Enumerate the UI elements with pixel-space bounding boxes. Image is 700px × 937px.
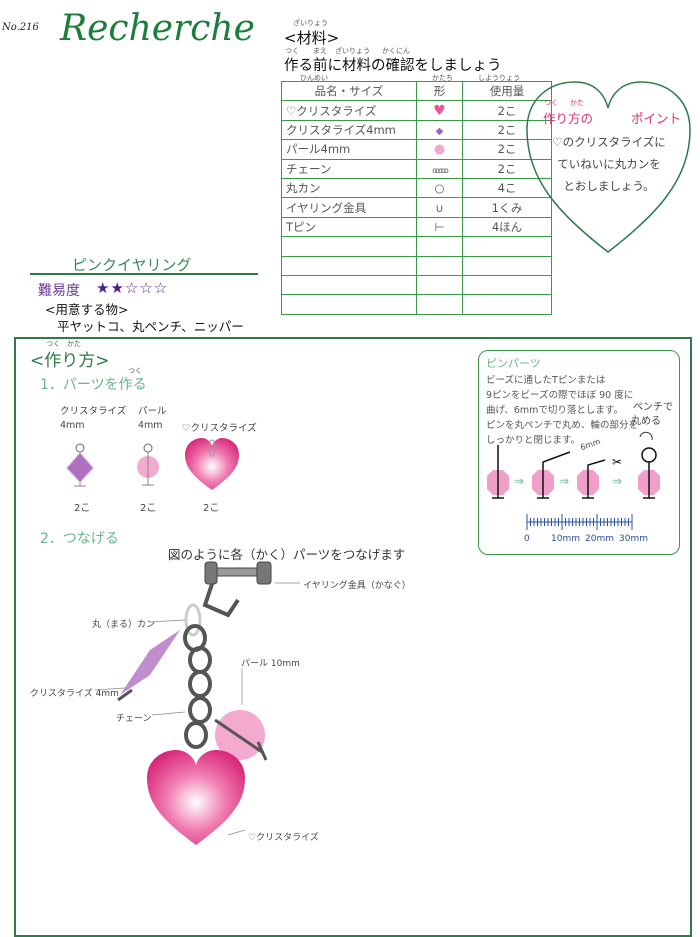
svg-text:✂: ✂: [612, 455, 622, 469]
point-title: 作り方の: [543, 111, 594, 126]
pin-text: しっかりと閉じます。: [486, 435, 581, 446]
arrow-icon: ⇒: [612, 474, 623, 488]
jump-ring-drawing: [184, 603, 202, 637]
earring-clip-drawing: [202, 561, 272, 618]
item-qty: 4こ: [462, 177, 552, 199]
pin-text: 曲げ、6mmで切り落とします。: [486, 405, 623, 416]
ruler: [526, 514, 633, 530]
ruler-tick: 0: [524, 534, 530, 544]
divider: [30, 273, 258, 275]
pin-text: ピンを丸ペンチで丸め、輪の部分を: [486, 420, 639, 431]
table-row: 丸カン○4こ: [281, 177, 552, 199]
step-1-heading: 1．パーツを作る: [40, 377, 147, 393]
heart-drawing: [147, 750, 245, 845]
point-text: ♡のクリスタライズに: [552, 135, 666, 149]
crystal-part-drawing: [66, 443, 94, 487]
part-label: パール: [138, 406, 167, 417]
issue-number: No.216: [2, 22, 39, 33]
label-leaders: [94, 582, 300, 836]
pin-text: ビーズに通したTピンまたは: [486, 375, 606, 386]
tools-list: 平ヤットコ、丸ペンチ、ニッパー: [57, 319, 244, 334]
item-name: パール4mm: [281, 139, 417, 160]
pearl-part-drawing: [137, 443, 159, 486]
table-row: クリスタライズ4mm◆2こ: [281, 119, 552, 141]
ruby: かくにん: [382, 47, 410, 55]
materials-subtitle: 作る前に材料の確認をしましょう: [284, 58, 502, 74]
part-qty: 2こ: [203, 503, 220, 514]
pin-bend-note: 丸める: [631, 416, 661, 427]
materials-title: <材料>: [284, 29, 340, 47]
materials-table: 品名・サイズ形使用量 ♡クリスタライズ♥2こ クリスタライズ4mm◆2こ パール…: [281, 80, 552, 315]
label-jump-ring: 丸（まる）カン: [92, 620, 156, 630]
instructions-title: <作り方>: [30, 351, 110, 371]
project-name: ピンクイヤリング: [72, 256, 192, 274]
pin-parts-box: [478, 350, 680, 555]
pearl-drawing: [215, 710, 265, 760]
point-heart-outline: [526, 81, 691, 253]
table-row: [281, 294, 552, 315]
part-size: 4mm: [60, 420, 85, 431]
ruby: つく: [544, 99, 558, 107]
tools-heading: <用意する物>: [45, 302, 129, 317]
item-name: イヤリング金具: [281, 197, 417, 218]
label-heart-crystal: ♡クリスタライズ: [248, 833, 319, 843]
ruby: つく: [285, 47, 299, 55]
part-label: ♡クリスタライズ: [182, 423, 257, 434]
crystal-drawing: [120, 630, 180, 695]
table-row: [281, 255, 552, 276]
item-name: Tピン: [281, 216, 417, 238]
pin-bend-note: ペンチで: [633, 402, 673, 413]
table-row: [281, 236, 552, 257]
part-qty: 2こ: [140, 503, 157, 514]
difficulty-stars: ★★☆☆☆: [96, 279, 169, 297]
point-text: ていねいに丸カンを: [557, 157, 661, 171]
item-name: チェーン: [281, 158, 417, 179]
ruby: まえ: [313, 47, 327, 55]
label-chain: チェーン: [116, 714, 152, 724]
point-title-keyword: ポイント: [631, 111, 682, 126]
arrow-icon: ⇒: [514, 474, 525, 488]
brand-logo: Recherche: [60, 8, 255, 49]
item-qty: 4ほん: [462, 216, 552, 238]
ruler-tick: 20mm: [585, 534, 614, 544]
label-earring-clip: イヤリング金具（かなぐ）: [303, 581, 411, 591]
ruby: ざいりょう: [293, 19, 328, 27]
ruby: つく: [128, 367, 142, 375]
difficulty-label: 難易度: [38, 283, 80, 299]
ruby: ざいりょう: [335, 47, 370, 55]
step-2-heading: 2．つなげる: [40, 531, 119, 547]
diagram-caption: 図のように各（かく）パーツをつなげます: [168, 547, 406, 562]
part-size: 4mm: [138, 420, 163, 431]
ruby: つく かた: [46, 340, 81, 348]
label-crystal: クリスタライズ 4mm: [30, 689, 119, 699]
item-name: クリスタライズ4mm: [281, 119, 417, 141]
pin-parts-title: ピンパーツ: [486, 357, 541, 370]
ruler-tick: 10mm: [551, 534, 580, 544]
ruby: かたち: [432, 74, 453, 82]
ruby: ひんめい: [300, 74, 328, 82]
table-row: イヤリング金具∪1くみ: [281, 197, 552, 218]
label-pearl: パール 10mm: [241, 659, 300, 669]
ruby: かた: [570, 99, 584, 107]
pin-text: 9ピンをビーズの際でほぼ 90 度に: [486, 390, 634, 401]
part-label: クリスタライズ: [60, 406, 127, 417]
point-text: とおしましょう。: [563, 179, 655, 193]
ruby: しようりょう: [478, 74, 520, 82]
item-qty: 1くみ: [462, 197, 552, 218]
pin-steps-drawing: ✂: [487, 431, 660, 499]
item-qty: 2こ: [462, 158, 552, 179]
arrow-icon: ⇒: [559, 474, 570, 488]
heart-part-drawing: [185, 438, 239, 490]
table-row: Tピン⊢4ほん: [281, 216, 552, 238]
part-qty: 2こ: [74, 503, 91, 514]
item-qty: 2こ: [462, 119, 552, 141]
ruler-tick: 30mm: [619, 534, 648, 544]
chain-drawing: [183, 624, 212, 749]
